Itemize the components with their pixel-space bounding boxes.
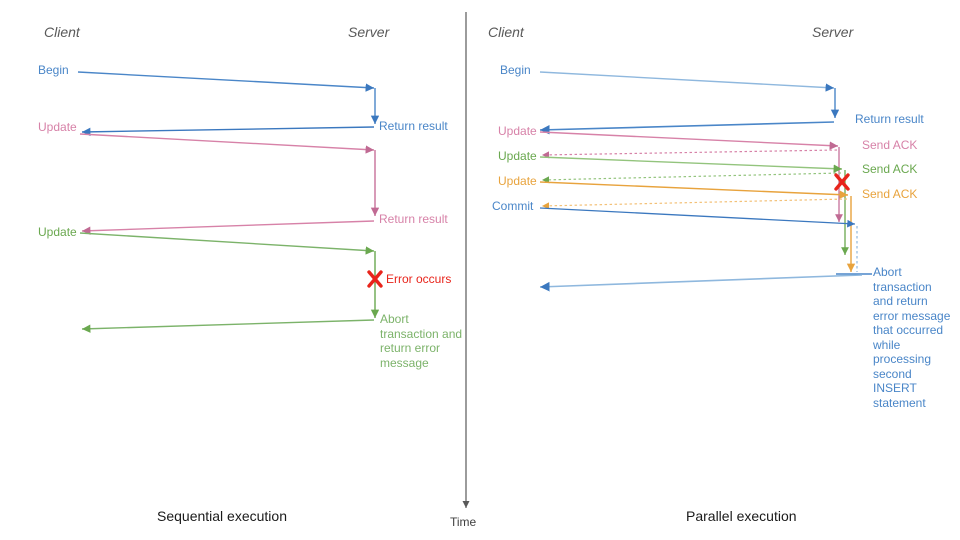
message-begin-sequential: Begin	[38, 63, 69, 77]
arrow-commit	[539, 207, 856, 228]
message-update-1-parallel: Update	[498, 124, 537, 138]
actor-server-parallel: Server	[812, 24, 854, 40]
abort-note-parallel: Abort transaction and return error messa…	[873, 265, 951, 410]
parallel-panel-arrows	[539, 71, 872, 292]
message-send-ack-1: Send ACK	[862, 138, 918, 152]
caption-parallel: Parallel execution	[686, 508, 797, 524]
actor-server-sequential: Server	[348, 24, 390, 40]
arrow-update-pink	[79, 133, 375, 154]
arrow-abort-green	[81, 319, 375, 333]
arrow-update-green	[79, 232, 375, 255]
arrow-begin-parallel	[539, 71, 835, 92]
caption-sequential: Sequential execution	[157, 508, 287, 524]
arrow-return-result-2	[81, 220, 375, 235]
message-return-result-2-sequential: Return result	[379, 212, 448, 226]
message-begin-parallel: Begin	[500, 63, 531, 77]
arrow-return-result-1	[81, 126, 375, 137]
arrow-update-3-parallel	[539, 181, 849, 199]
message-update-2-parallel: Update	[498, 149, 537, 163]
arrow-begin	[77, 71, 375, 92]
message-update-1-sequential: Update	[38, 120, 77, 134]
abort-note-sequential: Abort transaction and return error messa…	[380, 312, 463, 370]
message-return-result-1-sequential: Return result	[379, 119, 448, 133]
error-x-left	[367, 270, 383, 288]
message-send-ack-3: Send ACK	[862, 187, 918, 201]
error-x-right	[834, 173, 850, 191]
arrow-update-1-parallel	[539, 131, 839, 150]
message-update-2-sequential: Update	[38, 225, 77, 239]
message-update-3-parallel: Update	[498, 174, 537, 188]
actor-client-parallel: Client	[488, 24, 524, 40]
arrow-ack-3	[541, 198, 848, 210]
actor-client-sequential: Client	[44, 24, 80, 40]
error-label-sequential: Error occurs	[386, 272, 452, 286]
message-commit-parallel: Commit	[492, 199, 534, 213]
message-return-result-parallel: Return result	[855, 112, 924, 126]
arrow-ack-2	[541, 172, 842, 184]
sequential-panel-arrows	[77, 71, 380, 333]
message-send-ack-2: Send ACK	[862, 162, 918, 176]
time-axis-label: Time	[450, 515, 477, 529]
arrow-abort-parallel	[539, 274, 863, 292]
arrow-ack-1	[541, 149, 838, 159]
arrow-update-2-parallel	[539, 156, 843, 173]
arrow-return-result-parallel	[539, 121, 835, 135]
